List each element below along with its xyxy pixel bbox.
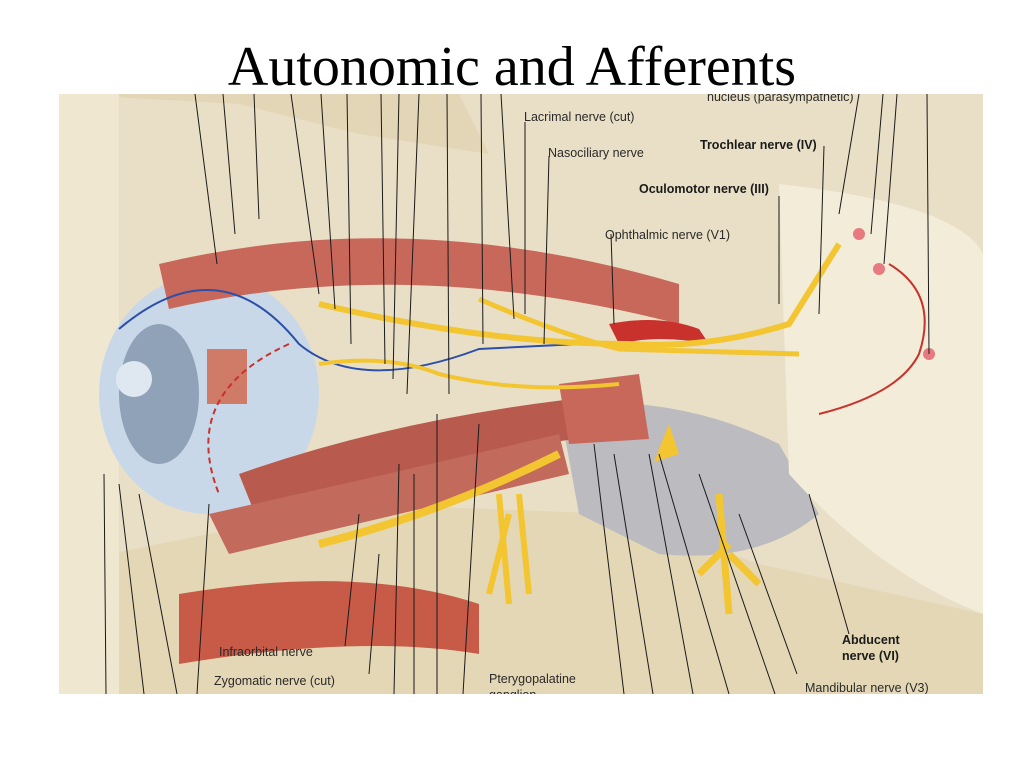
- frontal-bone: [59, 94, 119, 694]
- label-trochlear-nerve: Trochlear nerve (IV): [700, 138, 817, 152]
- leader-lines-bottom: [103, 414, 850, 694]
- label-oculomotor-nerve: Oculomotor nerve (III): [639, 182, 769, 196]
- label-ophthalmic-nerve: Ophthalmic nerve (V1): [605, 228, 730, 242]
- slide-title: Autonomic and Afferents: [227, 36, 797, 98]
- cornea: [119, 324, 199, 464]
- ciliary-vessels: [207, 343, 290, 495]
- nucleus-marker-2: [873, 263, 885, 275]
- abducent-nerve-path: [818, 263, 926, 415]
- nucleus-marker-1: [853, 228, 865, 240]
- infraorbital-nerve-trunk: [318, 450, 561, 548]
- label-nucleus-parasympathetic: nucleus (parasympathetic): [707, 94, 854, 104]
- mandibular-nerve-trunk: [696, 493, 762, 615]
- label-pterygopalatine-line2: ganglion: [489, 688, 536, 694]
- anatomy-illustration: nucleus (parasympathetic) Lacrimal nerve…: [59, 94, 983, 694]
- label-lacrimal-nerve: Lacrimal nerve (cut): [524, 110, 634, 124]
- label-abducent-nerve-line2: nerve (VI): [842, 649, 899, 663]
- superior-rectus-muscle: [159, 238, 679, 324]
- trigeminal-ganglion: [654, 424, 679, 462]
- maxillary-sinus: [179, 581, 479, 664]
- label-infraorbital-nerve: Infraorbital nerve: [219, 645, 313, 659]
- label-abducent-nerve-line1: Abducent: [842, 633, 900, 647]
- label-mandibular-nerve: Mandibular nerve (V3): [805, 681, 929, 694]
- label-zygomatic-nerve: Zygomatic nerve (cut): [214, 674, 335, 688]
- muscle-origin: [559, 374, 649, 444]
- label-nasociliary-nerve: Nasociliary nerve: [548, 146, 644, 160]
- oculomotor-nerve-trunk: [318, 242, 842, 348]
- inferior-rectus-muscle: [209, 434, 569, 554]
- lens: [116, 361, 152, 397]
- nasociliary-branch: [318, 358, 620, 390]
- pterygopalatine-ganglion-branches: [486, 493, 532, 605]
- muscle-insertion: [207, 349, 247, 404]
- leader-lines-top: [194, 94, 930, 395]
- internal-carotid-artery: [609, 320, 709, 344]
- label-pterygopalatine-line1: Pterygopalatine: [489, 672, 576, 686]
- ophthalmic-nerve-trunk: [477, 296, 800, 357]
- brainstem: [779, 184, 983, 614]
